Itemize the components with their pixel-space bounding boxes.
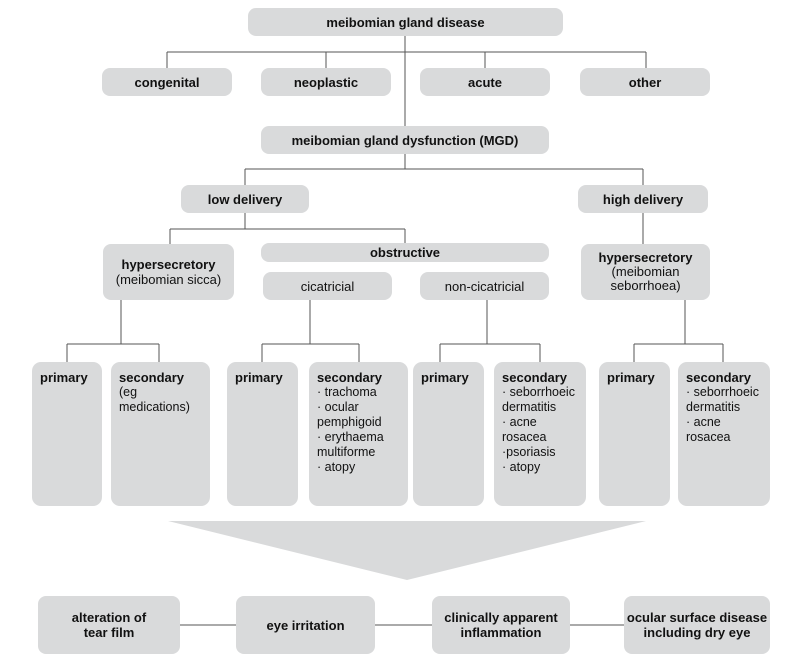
category-other: other bbox=[580, 68, 710, 96]
secondary-item: · seborrhoeic bbox=[502, 385, 575, 399]
secondary-item: · trachoma bbox=[317, 385, 377, 399]
non-cicatricial-label: non-cicatricial bbox=[444, 278, 525, 294]
secondary-item: medications) bbox=[119, 400, 190, 414]
primary-label: primary bbox=[40, 370, 88, 385]
secondary-item: multiforme bbox=[317, 445, 376, 459]
obstructive-label: obstructive bbox=[369, 245, 441, 260]
outcome-label: tear film bbox=[83, 625, 135, 640]
primary-box-1: primary bbox=[32, 362, 102, 506]
secondary-box-1: secondary (eg medications) bbox=[111, 362, 210, 506]
secondary-box-2: secondary · trachoma · ocular pemphigoid… bbox=[309, 362, 408, 506]
secondary-item: · atopy bbox=[317, 460, 356, 474]
secondary-item: ·psoriasis bbox=[502, 445, 556, 459]
hypersecretory-sicca-box: hypersecretory (meibomian sicca) bbox=[103, 244, 234, 300]
secondary-item: dermatitis bbox=[686, 400, 741, 414]
secondary-item: (eg bbox=[119, 385, 138, 399]
hypersecretory-sub: (meibomian bbox=[611, 264, 680, 279]
category-neoplastic: neoplastic bbox=[261, 68, 391, 96]
secondary-item: · atopy bbox=[502, 460, 541, 474]
mgd-label: meibomian gland dysfunction (MGD) bbox=[291, 132, 519, 148]
secondary-item: · acne bbox=[686, 415, 721, 429]
cicatricial-box: cicatricial bbox=[263, 272, 392, 300]
outcome-ocular-surface-disease: ocular surface disease including dry eye bbox=[624, 596, 770, 654]
low-delivery-label: low delivery bbox=[207, 191, 283, 207]
category-label: other bbox=[628, 74, 662, 90]
category-label: congenital bbox=[134, 74, 200, 90]
outcome-label: ocular surface disease bbox=[626, 610, 768, 625]
root-box: meibomian gland disease bbox=[248, 8, 563, 36]
primary-box-4: primary bbox=[599, 362, 670, 506]
primary-box-3: primary bbox=[413, 362, 484, 506]
secondary-item: rosacea bbox=[502, 430, 547, 444]
secondary-label: secondary bbox=[119, 370, 185, 385]
secondary-label: secondary bbox=[502, 370, 568, 385]
mgd-box: meibomian gland dysfunction (MGD) bbox=[261, 126, 549, 154]
primary-label: primary bbox=[421, 370, 469, 385]
hypersecretory-title: hypersecretory bbox=[121, 257, 216, 272]
low-delivery-box: low delivery bbox=[181, 185, 309, 213]
secondary-label: secondary bbox=[317, 370, 383, 385]
secondary-item: rosacea bbox=[686, 430, 731, 444]
secondary-label: secondary bbox=[686, 370, 752, 385]
outcome-label: eye irritation bbox=[266, 617, 345, 633]
high-delivery-label: high delivery bbox=[602, 191, 684, 207]
outcome-label: inflammation bbox=[460, 625, 542, 640]
category-acute: acute bbox=[420, 68, 550, 96]
hypersecretory-title: hypersecretory bbox=[598, 250, 693, 265]
secondary-box-3: secondary · seborrhoeic dermatitis · acn… bbox=[494, 362, 586, 506]
outcome-eye-irritation: eye irritation bbox=[236, 596, 375, 654]
hypersecretory-sub: seborrhoea) bbox=[610, 278, 681, 293]
high-delivery-box: high delivery bbox=[578, 185, 708, 213]
primary-label: primary bbox=[607, 370, 655, 385]
funnel-arrow bbox=[168, 521, 646, 580]
category-label: neoplastic bbox=[293, 74, 359, 90]
secondary-item: · acne bbox=[502, 415, 537, 429]
obstructive-box: obstructive bbox=[261, 243, 549, 262]
category-label: acute bbox=[468, 74, 502, 90]
primary-box-2: primary bbox=[227, 362, 298, 506]
root-label: meibomian gland disease bbox=[326, 14, 485, 30]
outcome-label: alteration of bbox=[71, 610, 147, 625]
primary-label: primary bbox=[235, 370, 283, 385]
secondary-box-4: secondary · seborrhoeic dermatitis · acn… bbox=[678, 362, 770, 506]
outcome-label: clinically apparent bbox=[444, 610, 558, 625]
outcome-label: including dry eye bbox=[643, 625, 751, 640]
secondary-item: · ocular bbox=[317, 400, 359, 414]
secondary-item: dermatitis bbox=[502, 400, 557, 414]
cicatricial-label: cicatricial bbox=[300, 278, 355, 294]
secondary-item: · seborrhoeic bbox=[686, 385, 759, 399]
outcome-tear-film: alteration of tear film bbox=[38, 596, 180, 654]
category-congenital: congenital bbox=[102, 68, 232, 96]
hypersecretory-sub: (meibomian sicca) bbox=[115, 272, 222, 287]
outcome-inflammation: clinically apparent inflammation bbox=[432, 596, 570, 654]
non-cicatricial-box: non-cicatricial bbox=[420, 272, 549, 300]
hypersecretory-seborrhoea-box: hypersecretory (meibomian seborrhoea) bbox=[581, 244, 710, 300]
secondary-item: · erythaema bbox=[317, 430, 384, 444]
secondary-item: pemphigoid bbox=[317, 415, 382, 429]
